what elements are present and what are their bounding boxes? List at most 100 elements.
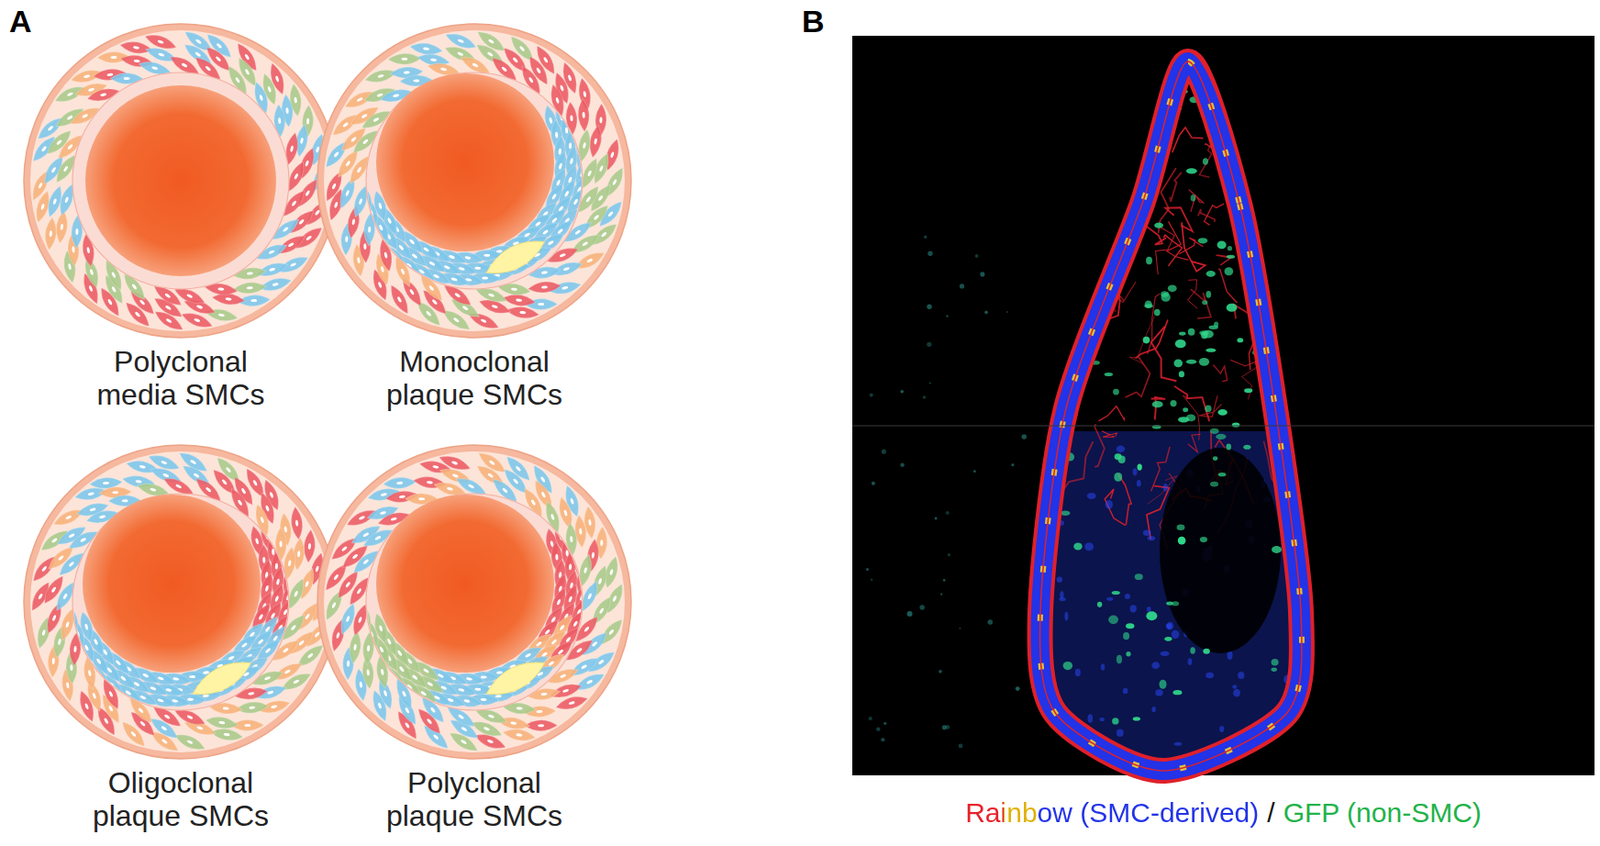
cell-nucleus — [463, 699, 470, 703]
cell-nucleus — [266, 689, 274, 695]
cell-nucleus — [93, 638, 100, 645]
gfp-cell — [1177, 523, 1186, 531]
smc-cell — [376, 220, 402, 253]
cell-nucleus — [380, 492, 388, 497]
red-fiber — [1256, 217, 1284, 233]
smc-cell — [569, 532, 584, 565]
cell-nucleus — [79, 536, 87, 543]
adventitia — [317, 23, 632, 338]
cell-nucleus — [262, 556, 266, 564]
cell-body — [348, 611, 366, 645]
tile-seam — [852, 425, 1595, 427]
cell-body — [363, 66, 399, 86]
cell-nucleus — [187, 698, 194, 701]
red-fiber — [1151, 446, 1170, 491]
cell-body — [64, 605, 80, 638]
red-fiber — [1117, 121, 1141, 152]
gfp-cell — [1243, 444, 1251, 450]
cell-nucleus — [287, 577, 291, 585]
red-fiber — [1095, 206, 1106, 237]
cell-body — [376, 220, 402, 253]
speckle — [900, 463, 905, 468]
gfp-cell — [1210, 481, 1219, 488]
cell-nucleus — [192, 472, 200, 478]
cell-nucleus — [259, 516, 265, 523]
cell-body — [66, 637, 89, 671]
cell-nucleus — [426, 480, 434, 485]
cell-nucleus — [396, 481, 403, 485]
cell-nucleus — [88, 268, 94, 276]
speckle — [919, 604, 924, 610]
cell-nucleus — [422, 46, 430, 51]
vessel-label: Oligoclonal plaque SMCs — [72, 766, 289, 834]
elastic-lamina — [1039, 61, 1302, 771]
gfp-cell — [1173, 358, 1183, 367]
cell-nucleus — [609, 568, 614, 576]
cell-nucleus — [418, 497, 425, 500]
cell-nucleus — [272, 282, 279, 288]
cell-nucleus — [84, 644, 90, 651]
cell-nucleus — [298, 218, 305, 225]
cell-nucleus — [111, 490, 119, 494]
cell-nucleus — [386, 637, 392, 645]
gfp-cell — [1152, 400, 1164, 408]
gfp-cell — [1172, 689, 1182, 695]
red-fiber — [1169, 172, 1182, 202]
speckle — [947, 553, 951, 556]
gfp-cell — [1204, 404, 1212, 412]
cell-body — [51, 505, 87, 530]
cell-nucleus — [550, 513, 556, 521]
cell-nucleus — [204, 65, 212, 72]
cell-nucleus — [562, 688, 569, 693]
cell-nucleus — [257, 613, 264, 621]
cell-nucleus — [555, 97, 560, 104]
cell-nucleus — [551, 217, 558, 224]
gfp-cell — [1118, 455, 1126, 464]
cell-nucleus — [357, 616, 363, 623]
speckle — [868, 716, 873, 721]
cell-nucleus — [353, 644, 357, 651]
cell-nucleus — [451, 460, 458, 466]
blue-cell — [1151, 661, 1160, 669]
cell-nucleus — [333, 573, 340, 580]
cell-nucleus — [69, 664, 73, 671]
gfp-cell — [1170, 400, 1178, 407]
cell-nucleus — [313, 631, 321, 638]
cell-body — [563, 98, 581, 132]
cell-nucleus — [87, 664, 93, 671]
cell-nucleus — [457, 38, 465, 44]
cell-nucleus — [81, 112, 89, 119]
cell-nucleus — [378, 624, 384, 632]
smc-cell — [572, 156, 593, 190]
red-fiber — [1094, 423, 1105, 467]
gfp-cell — [1154, 309, 1161, 317]
cell-nucleus — [611, 595, 618, 602]
cell-nucleus — [369, 631, 375, 638]
cell-nucleus — [535, 641, 543, 648]
cell-nucleus — [479, 318, 487, 324]
cell-nucleus — [276, 577, 280, 585]
cell-nucleus — [250, 299, 257, 302]
smc-cell — [75, 631, 99, 665]
cell-nucleus — [193, 317, 200, 323]
cell-body — [280, 564, 298, 598]
gfp-cell — [1116, 655, 1123, 664]
intima — [72, 493, 289, 711]
red-fiber — [1198, 209, 1215, 223]
speckle — [1011, 463, 1014, 467]
cell-nucleus — [111, 271, 117, 278]
blue-cell — [1105, 500, 1113, 510]
cell-nucleus — [555, 598, 561, 605]
cell-nucleus — [397, 649, 403, 656]
blue-cell — [1219, 725, 1224, 733]
cell-nucleus — [569, 498, 575, 505]
cell-nucleus — [363, 243, 367, 250]
cell-nucleus — [60, 223, 65, 231]
cell-nucleus — [483, 726, 490, 732]
cell-nucleus — [559, 673, 567, 678]
smc-cell — [380, 662, 410, 693]
gfp-cell — [1178, 370, 1185, 378]
gfp-cell — [1177, 536, 1187, 545]
cell-nucleus — [377, 701, 382, 709]
cell-nucleus — [356, 256, 361, 264]
